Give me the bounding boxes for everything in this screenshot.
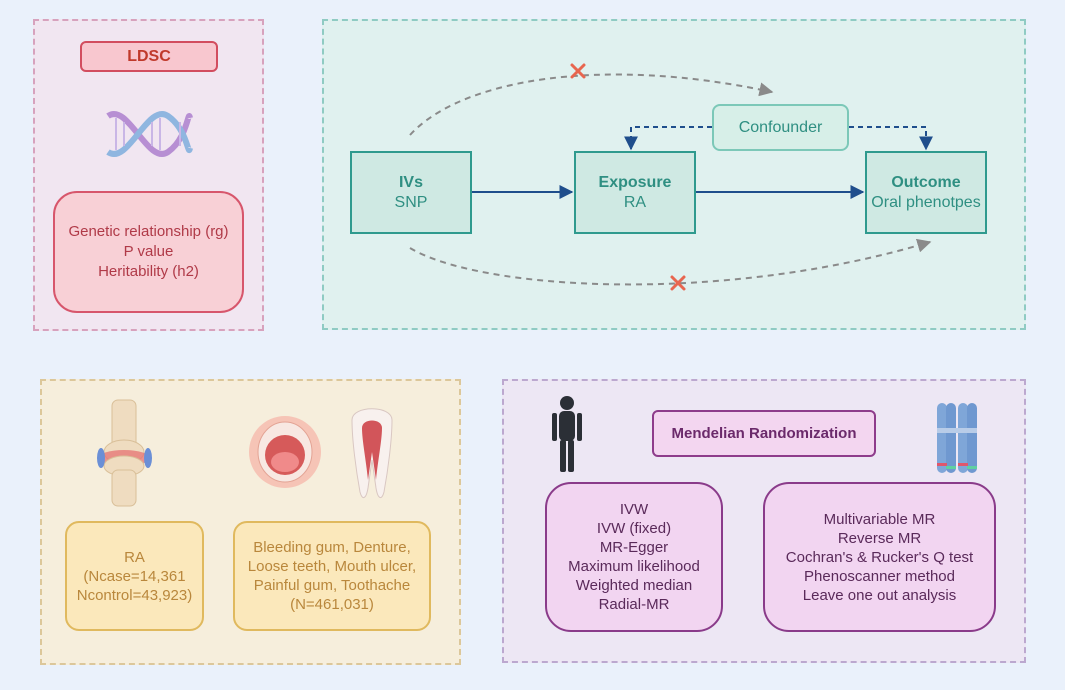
ldsc-line: Genetic relationship (rg) (68, 223, 229, 240)
ivs-title: IVs (398, 173, 423, 191)
mr-sensitivity-methods-box: Multivariable MR Reverse MR Cochran's & … (763, 482, 996, 632)
ldsc-metrics-box: Genetic relationship (rg) P value Herita… (53, 191, 244, 313)
oral-line: Painful gum, Toothache (253, 577, 411, 594)
confounder-node: Confounder (712, 104, 849, 151)
method-item: Phenoscanner method (804, 567, 955, 585)
oral-line: (N=461,031) (290, 596, 374, 613)
method-item: Multivariable MR (823, 510, 936, 528)
method-item: Weighted median (575, 577, 693, 594)
ra-line: RA (124, 548, 145, 566)
outcome-node: Outcome Oral phenotpes (865, 151, 987, 234)
method-item: Leave one out analysis (802, 586, 957, 604)
method-item: Maximum likelihood (568, 558, 700, 575)
ldsc-title: LDSC (80, 41, 218, 72)
ldsc-line: P value (123, 243, 174, 260)
outcome-sub: Oral phenotpes (871, 193, 981, 211)
oral-line: Bleeding gum, Denture, (253, 539, 411, 556)
method-item: Cochran's & Rucker's Q test (785, 548, 974, 566)
oral-line: Loose teeth, Mouth ulcer, (247, 558, 417, 575)
ivs-node: IVs SNP (350, 151, 472, 234)
ldsc-line: Heritability (h2) (98, 263, 199, 280)
method-item: MR-Egger (599, 539, 669, 556)
method-item: IVW (fixed) (596, 520, 672, 537)
method-item: Reverse MR (837, 529, 922, 547)
ivs-sub: SNP (394, 193, 428, 211)
mr-primary-methods-box: IVW IVW (fixed) MR-Egger Maximum likelih… (545, 482, 723, 632)
ra-cohort-box: RA (Ncase=14,361 Ncontrol=43,923) (65, 521, 204, 631)
exposure-sub: RA (623, 193, 647, 211)
oral-phenotypes-box: Bleeding gum, Denture, Loose teeth, Mout… (233, 521, 431, 631)
method-item: IVW (619, 501, 649, 518)
method-item: Radial-MR (598, 596, 670, 613)
exposure-title: Exposure (598, 173, 672, 191)
ra-line: (Ncase=14,361 (83, 567, 186, 585)
ra-line: Ncontrol=43,923) (76, 586, 193, 604)
exposure-node: Exposure RA (574, 151, 696, 234)
mr-title: Mendelian Randomization (652, 410, 876, 457)
outcome-title: Outcome (891, 173, 961, 191)
